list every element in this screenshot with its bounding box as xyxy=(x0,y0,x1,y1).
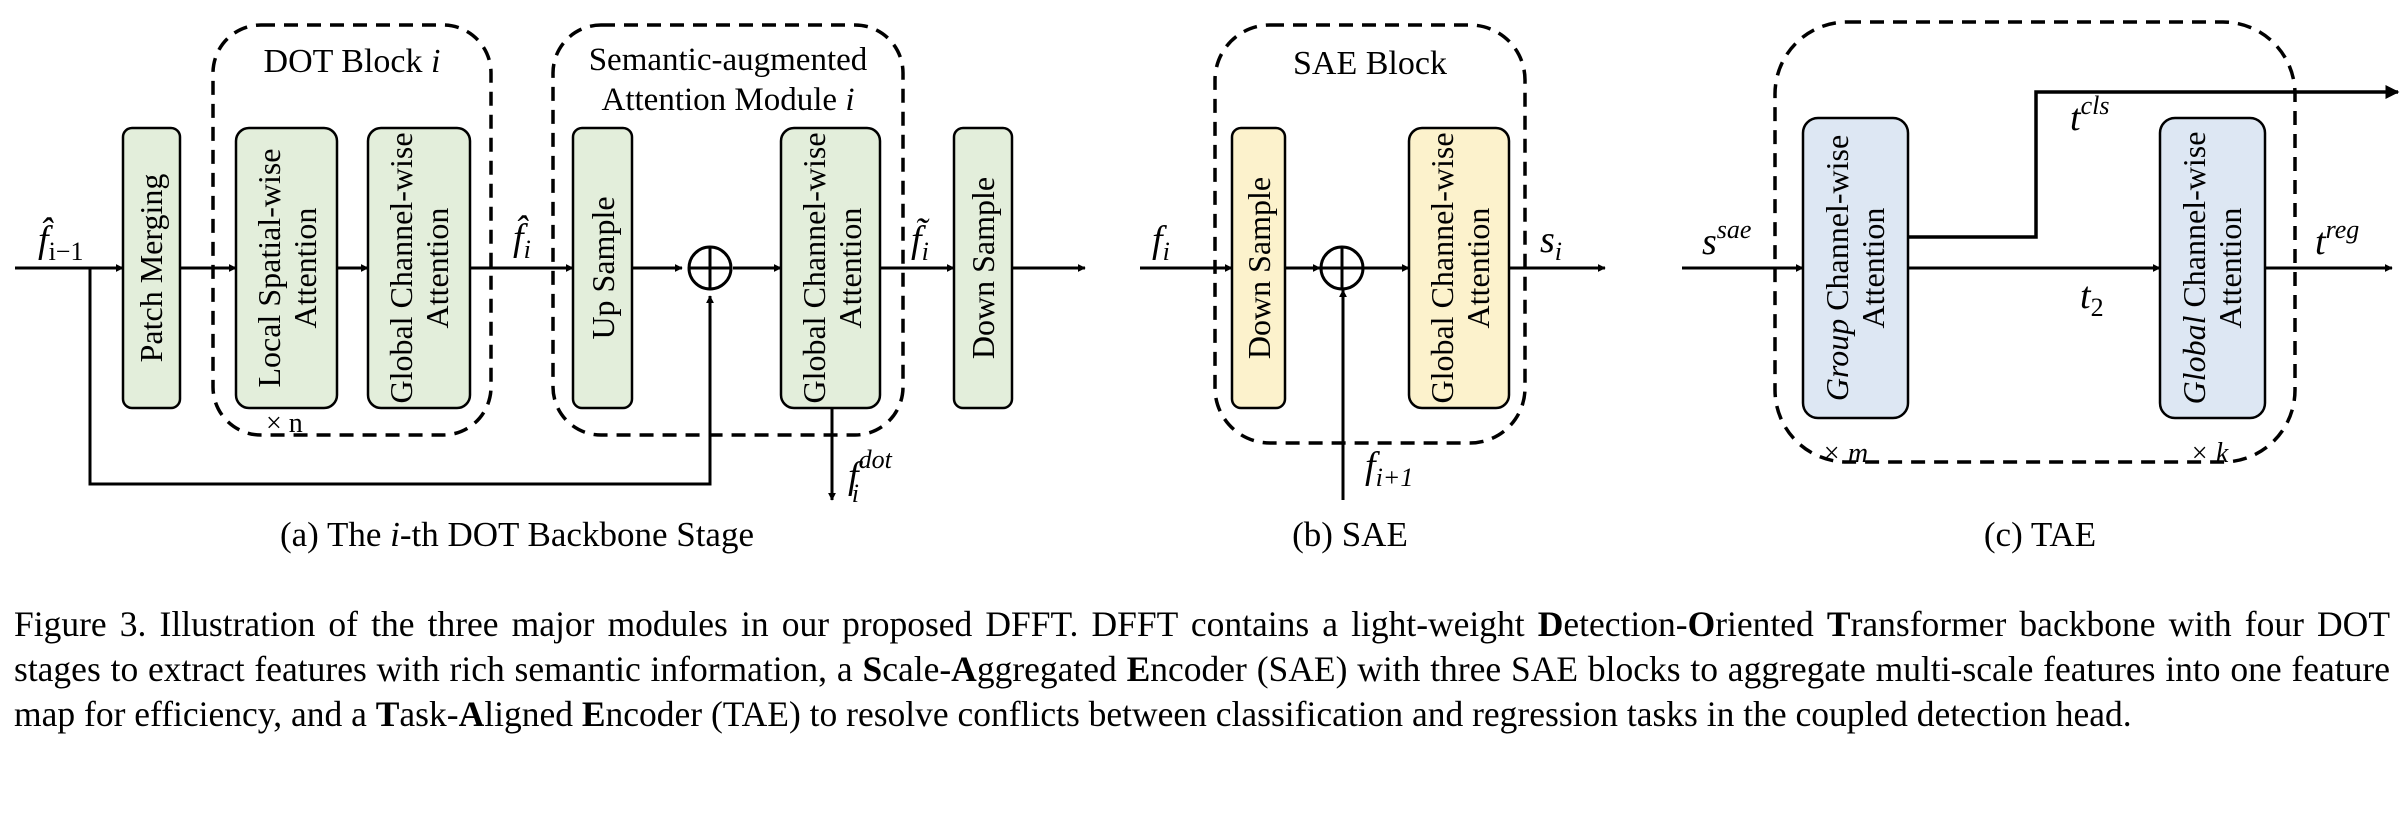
figure-caption: Figure 3. Illustration of the three majo… xyxy=(14,602,2390,737)
out-feature-label: f̃i xyxy=(911,218,931,266)
caption-bold-e: E xyxy=(1126,649,1151,689)
group-channel-attention-label-2: Attention xyxy=(1855,208,1891,329)
panel-a-caption: (a) The i-th DOT Backbone Stage xyxy=(280,515,754,554)
tae-input-label: ssae xyxy=(1702,215,1751,263)
sae-input-label: fi xyxy=(1152,219,1170,266)
sae-add-operator-icon xyxy=(1319,245,1365,291)
panel-a-dot-backbone: DOT Block i Semantic-augmented Attention… xyxy=(15,23,1086,554)
caption-text-3: riented xyxy=(1715,604,1827,644)
sae-global-channel-attention-label-2: Attention xyxy=(1460,208,1496,329)
sam-title-line1: Semantic-augmented xyxy=(589,42,868,78)
mid-feature-label: f̂i xyxy=(513,215,531,264)
caption-bold-a2: A xyxy=(458,694,485,734)
caption-text-2: etection- xyxy=(1563,604,1688,644)
tae-reg-output-label: treg xyxy=(2315,215,2359,263)
sae-global-channel-attention-block xyxy=(1407,126,1511,410)
panel-b-sae: SAE Block Down Sample Global Channel-wis… xyxy=(1140,23,1606,554)
caption-bold-o: O xyxy=(1687,604,1716,644)
caption-text-4: ransformer backbone with four DOT stages… xyxy=(14,604,2391,689)
sam-title-line2: Attention Module i xyxy=(602,82,855,118)
architecture-figure: DOT Block i Semantic-augmented Attention… xyxy=(15,20,2400,554)
repeat-m-label: × m xyxy=(1822,438,1868,469)
group-channel-attention-label-1: Group Channel-wise xyxy=(1819,135,1855,401)
dot-block-container xyxy=(211,23,493,437)
sae-bottom-input-label: fi+1 xyxy=(1365,445,1413,492)
caption-text-9: ligned xyxy=(484,694,582,734)
caption-bold-e2: E xyxy=(581,694,606,734)
sae-block-title: SAE Block xyxy=(1293,45,1447,82)
global-channel-attention-2-label-2: Attention xyxy=(832,208,868,329)
tae-cls-output-label: tcls xyxy=(2070,91,2109,139)
dot-block-title: DOT Block i xyxy=(264,43,441,80)
sae-output-label: si xyxy=(1540,219,1562,266)
caption-text-1: Illustration of the three major modules … xyxy=(146,604,1538,644)
panel-b-caption: (b) SAE xyxy=(1292,515,1408,554)
caption-text-8: ask- xyxy=(399,694,459,734)
tae-global-channel-attention-label-2: Attention xyxy=(2212,208,2248,329)
sae-global-channel-attention-label-1: Global Channel-wise xyxy=(1424,132,1460,403)
tae-t2-label: t2 xyxy=(2080,275,2104,322)
input-feature-label: f̂i−1 xyxy=(38,217,83,266)
caption-bold-a: A xyxy=(951,649,977,689)
sae-down-sample-label: Down Sample xyxy=(1241,177,1277,359)
tae-global-channel-attention-label-1: Global Channel-wise xyxy=(2176,132,2212,405)
repeat-n-label: × n xyxy=(266,408,303,439)
tae-global-channel-attention-block xyxy=(2158,116,2267,420)
sae-block-container xyxy=(1213,23,1527,445)
local-spatial-attention-label-2: Attention xyxy=(287,208,323,329)
global-channel-attention-2-block xyxy=(779,126,882,410)
down-sample-block xyxy=(952,126,1014,410)
caption-text-6: ggregated xyxy=(976,649,1127,689)
tae-container xyxy=(1773,20,2297,464)
caption-bold-t: T xyxy=(1826,604,1851,644)
group-channel-attention-block xyxy=(1801,116,1910,420)
global-channel-attention-label-2: Attention xyxy=(419,208,455,329)
figure-label: Figure 3. xyxy=(14,604,147,644)
caption-bold-s: S xyxy=(862,649,883,689)
local-spatial-attention-label-1: Local Spatial-wise xyxy=(251,148,287,387)
caption-bold-t2: T xyxy=(375,694,400,734)
caption-text-7: ncoder (SAE) with three SAE blocks to ag… xyxy=(14,649,2390,734)
patch-merging-block xyxy=(121,126,182,410)
add-operator-icon xyxy=(687,245,733,291)
global-channel-attention-block xyxy=(366,126,472,410)
caption-text-5: cale- xyxy=(882,649,952,689)
global-channel-attention-2-label-1: Global Channel-wise xyxy=(796,132,832,403)
panel-c-caption: (c) TAE xyxy=(1984,515,2096,554)
panel-c-tae: Group Channel-wise Attention Global Chan… xyxy=(1682,20,2400,554)
local-spatial-attention-block xyxy=(234,126,339,410)
caption-bold-d: D xyxy=(1537,604,1564,644)
up-sample-block xyxy=(571,126,634,410)
down-sample-label: Down Sample xyxy=(965,177,1001,359)
repeat-k-label: × k xyxy=(2190,438,2229,469)
global-channel-attention-label-1: Global Channel-wise xyxy=(383,132,419,403)
caption-text-10: ncoder (TAE) to resolve conflicts betwee… xyxy=(605,694,2132,734)
patch-merging-label: Patch Merging xyxy=(133,174,169,363)
sam-container xyxy=(551,23,905,437)
sae-down-sample-block xyxy=(1230,126,1287,410)
up-sample-label: Up Sample xyxy=(585,196,621,339)
